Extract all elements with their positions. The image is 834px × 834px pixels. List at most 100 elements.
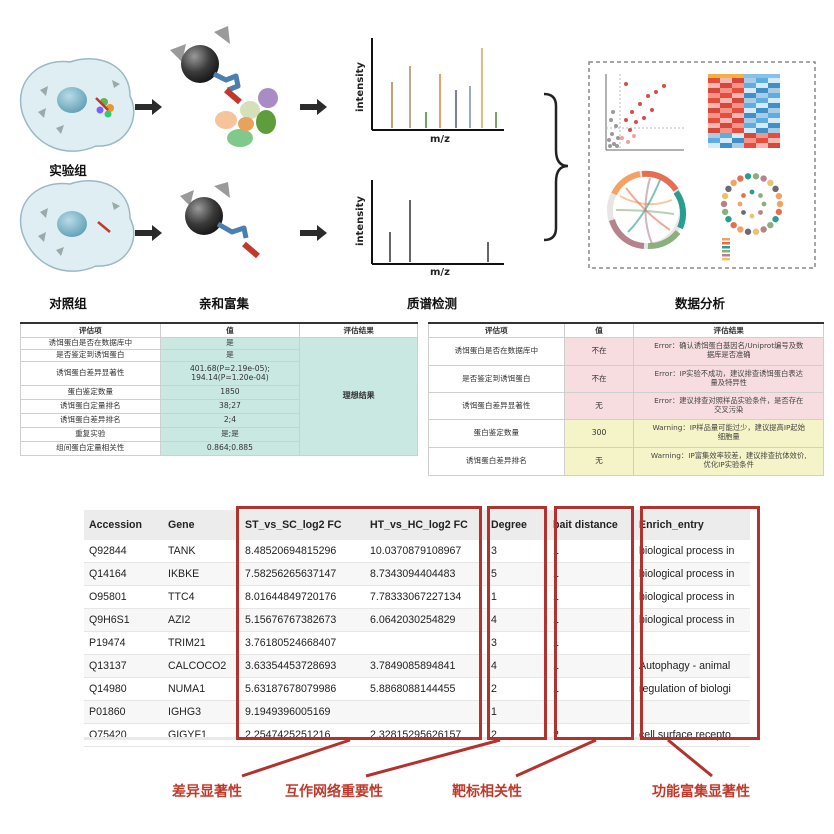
callout-diff-significance: 差异显著性 <box>172 784 242 800</box>
table-cell: AZI2 <box>163 608 240 632</box>
table-cell: P01860 <box>84 700 163 724</box>
table-cell: biological process in <box>634 540 750 563</box>
table-cell: 3 <box>486 631 548 655</box>
eval-value: 是;是 <box>159 426 301 442</box>
eval-value: 不在 <box>563 364 635 393</box>
table-cell: P19474 <box>84 631 163 655</box>
table-cell <box>365 631 486 655</box>
chord-diagram-thumbnail <box>607 170 687 250</box>
table-cell: 5 <box>486 562 548 586</box>
table-cell <box>634 631 750 655</box>
highlight-box-enrich <box>640 506 760 740</box>
table-cell: regulation of biologi <box>634 677 750 701</box>
eval-row: 重复实验是;是 <box>20 426 418 442</box>
eval-result: 理想结果 <box>299 336 418 456</box>
table-cell: 8.01644849720176 <box>240 585 365 609</box>
table-cell: 10.0370879108967 <box>365 540 486 563</box>
eval-value: 无 <box>563 446 635 476</box>
table-cell: CALCOCO2 <box>163 654 240 678</box>
table-cell: 7.58256265637147 <box>240 562 365 586</box>
column-header[interactable]: Degree <box>486 510 548 540</box>
table-cell: 3.76180524668407 <box>240 631 365 655</box>
experimental-group-label: 实验组 <box>49 163 87 178</box>
eval-value: 不在 <box>563 336 635 366</box>
table-cell: 3.63354453728693 <box>240 654 365 678</box>
table-cell: 2 <box>486 723 548 747</box>
table-cell: 7.78333067227134 <box>365 585 486 609</box>
column-header[interactable]: Gene <box>163 510 240 540</box>
affinity-bead-enriched-icon <box>170 26 278 147</box>
workflow-diagram <box>19 26 816 272</box>
table-cell: 4 <box>486 654 548 678</box>
control-group-label: 对照组 <box>49 296 87 311</box>
table-cell: 1 <box>548 608 634 632</box>
table-cell: Q92844 <box>84 540 163 563</box>
analysis-label: 数据分析 <box>674 296 725 311</box>
table-cell: IKBKE <box>163 562 240 586</box>
table-cell: biological process in <box>634 608 750 632</box>
spectrum-top-xlabel: m/z <box>430 134 450 145</box>
ms-label: 质谱检测 <box>406 296 457 311</box>
spectrum-top <box>371 38 504 131</box>
column-header[interactable]: ST_vs_SC_log2 FC <box>240 510 365 540</box>
table-cell <box>548 700 634 724</box>
header-result: 评估结果 <box>633 322 824 338</box>
eval-value: 0.864;0.885 <box>159 440 301 456</box>
table-cell: 3.7849085894841 <box>365 654 486 678</box>
callout-target-relevance: 靶标相关性 <box>452 784 522 800</box>
table-cell: 8.48520694815296 <box>240 540 365 563</box>
table-cell: biological process in <box>634 562 750 586</box>
table-cell: TRIM21 <box>163 631 240 655</box>
arrow-icon <box>135 99 327 241</box>
column-header[interactable]: bait distance <box>548 510 634 540</box>
table-cell: 1 <box>486 700 548 724</box>
brace-icon <box>543 92 569 242</box>
table-cell: 5.8868088144455 <box>365 677 486 701</box>
table-cell: Autophagy - animal <box>634 654 750 678</box>
eval-message: Error：建议排查对照样品实验条件，是否存在 交叉污染 <box>633 391 824 420</box>
heatmap-thumbnail <box>708 74 780 148</box>
table-cell: 1 <box>548 654 634 678</box>
network-thumbnail <box>720 173 784 261</box>
column-header[interactable]: HT_vs_HC_log2 FC <box>365 510 486 540</box>
table-cell: 3 <box>486 540 548 563</box>
eval-item: 诱饵蛋白是否在数据库中 <box>428 336 565 366</box>
column-header[interactable]: Enrich_entry <box>634 510 750 540</box>
table-cell <box>365 700 486 724</box>
table-cell: 1 <box>548 562 634 586</box>
eval-value: 300 <box>563 418 635 448</box>
table-cell: 5.63187678079986 <box>240 677 365 701</box>
callout-enrichment: 功能富集显著性 <box>652 784 750 800</box>
highlight-box-degree <box>487 506 547 740</box>
column-header[interactable]: Accession <box>84 510 163 540</box>
table-cell: 4 <box>486 608 548 632</box>
evaluation-table-ideal: 评估项 值 评估结果 诱饵蛋白是否在数据库中是理想结果是否鉴定到诱饵蛋白是诱饵蛋… <box>20 322 418 456</box>
eval-message: Error：确认诱饵蛋白基因名/Uniprot编号及数 据库是否准确 <box>633 336 824 366</box>
highlight-box-bait-distance <box>554 506 634 740</box>
callout-network-importance: 互作网络重要性 <box>285 784 383 800</box>
eval-row: 诱饵蛋白是否在数据库中是理想结果 <box>20 336 418 456</box>
table-cell: Q9H6S1 <box>84 608 163 632</box>
eval-item: 诱饵蛋白差异显著性 <box>20 360 161 386</box>
eval-value: 401.68(P=2.19e-05); 194.14(P=1.20e-04) <box>159 360 301 386</box>
table-cell: 8.7343094404483 <box>365 562 486 586</box>
experimental-cell-icon <box>19 58 135 152</box>
table-cell: Q14164 <box>84 562 163 586</box>
eval-item: 诱饵蛋白差异显著性 <box>428 391 565 420</box>
